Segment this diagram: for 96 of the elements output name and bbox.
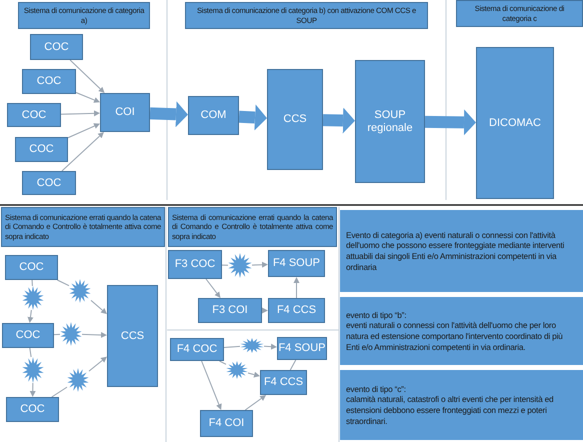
connector-line	[32, 280, 33, 286]
header-bar	[1, 207, 165, 247]
arrow	[30, 382, 36, 397]
block-arrow	[424, 109, 476, 136]
box-label: F4 SOUP	[278, 342, 326, 355]
block-arrow	[150, 101, 188, 128]
arrow	[76, 92, 100, 103]
connector-line	[222, 264, 228, 266]
process-box	[15, 137, 68, 162]
process-box	[30, 34, 83, 60]
connector-line	[56, 280, 70, 286]
box-label: COI	[115, 106, 135, 119]
burst-shape	[240, 338, 264, 353]
process-box	[2, 323, 54, 348]
body-text: calamità naturali, catastrofi o altri eventi che per intensità ed estensioni debbono essere fronteggiati con mezzi e poteri straordinari.	[346, 394, 554, 426]
block-arrow	[322, 108, 355, 134]
box-label: COM	[200, 109, 226, 122]
arrow	[82, 332, 107, 338]
arrow	[244, 395, 266, 410]
heading-text: evento di tipo “b”:	[346, 310, 408, 320]
arrow	[70, 60, 105, 93]
header-bar	[185, 2, 428, 29]
connector-line	[224, 346, 240, 348]
process-box	[476, 47, 554, 199]
arrow	[88, 356, 107, 372]
box-label: F4 COC	[176, 343, 218, 356]
process-box	[268, 298, 325, 323]
box-label: F3 COC	[174, 258, 216, 271]
arrow	[61, 132, 104, 172]
burst-shape	[228, 253, 252, 278]
box-label: COC	[36, 176, 62, 190]
burst-shape	[69, 279, 91, 303]
process-box	[100, 93, 150, 132]
burst-shape	[22, 286, 44, 310]
block-arrow	[238, 104, 267, 131]
body-text: eventi naturali o connessi con l'attività dell'uomo che per loro natura ed estensione comportano l'intervento coordinato di più Enti e/o Amministrazioni competenti in via ordinaria.	[346, 320, 564, 352]
box-label: F4 COI	[208, 417, 244, 430]
arrow	[68, 123, 100, 138]
burst-shape	[226, 361, 248, 379]
box-label: COC	[36, 75, 62, 88]
box-label: F4 SOUP	[272, 257, 320, 270]
arrow	[294, 277, 300, 298]
box-label: COC	[29, 143, 54, 156]
process-box	[355, 60, 425, 183]
process-box	[107, 285, 158, 387]
box-label: CCS	[283, 113, 307, 126]
process-box	[200, 410, 253, 437]
connector-line	[54, 334, 60, 336]
text-panel	[340, 210, 583, 292]
arrow	[248, 372, 260, 378]
connector-line	[290, 360, 296, 370]
body-text: Evento di categoria a) eventi naturali o connessi con l'attività dell'uomo che possono essere fronteggiate mediante interventi attuabili dai singoli Enti e/o Amministrazioni competenti in via ordinaria	[346, 230, 566, 272]
process-box	[22, 69, 76, 94]
text-panel	[340, 297, 583, 365]
header-bar	[456, 0, 583, 27]
box-label: SOUP regionale	[366, 108, 414, 134]
box-label: COC	[16, 329, 40, 342]
arrow	[206, 278, 220, 298]
process-box	[170, 338, 224, 361]
box-label: CCS	[120, 330, 144, 342]
arrow	[201, 360, 222, 410]
text-panel	[340, 370, 583, 440]
process-box	[277, 337, 327, 360]
box-label: COC	[19, 261, 44, 274]
process-box	[168, 250, 222, 279]
header-bar	[18, 2, 150, 29]
process-box	[267, 69, 323, 170]
arrow	[90, 300, 107, 314]
process-box	[6, 397, 59, 422]
connector-line	[218, 360, 226, 365]
burst-shape	[22, 357, 44, 383]
box-label: F3 COI	[212, 304, 248, 317]
process-box	[198, 298, 262, 323]
box-label: COC	[44, 40, 69, 54]
arrow	[60, 110, 100, 116]
arrow	[252, 262, 268, 268]
connector-line	[51, 386, 68, 398]
box-label: F4 CCS	[276, 304, 316, 317]
process-box	[268, 250, 325, 277]
box-label: COC	[22, 108, 46, 122]
process-box	[22, 171, 76, 195]
box-label: COC	[20, 403, 45, 416]
process-box	[188, 96, 239, 135]
burst-shape	[60, 322, 82, 346]
process-box	[7, 103, 61, 127]
arrow	[27, 310, 34, 323]
box-label: DICOMAC	[489, 116, 541, 130]
arrow	[264, 344, 277, 350]
header-bar	[168, 207, 337, 247]
box-label: F4 CCS	[264, 376, 304, 389]
process-box	[5, 255, 58, 280]
heading-text: evento di tipo “c”:	[346, 384, 407, 394]
burst-shape	[67, 368, 89, 392]
process-box	[260, 370, 307, 395]
connector-line	[29, 348, 32, 358]
arrow	[262, 308, 268, 314]
